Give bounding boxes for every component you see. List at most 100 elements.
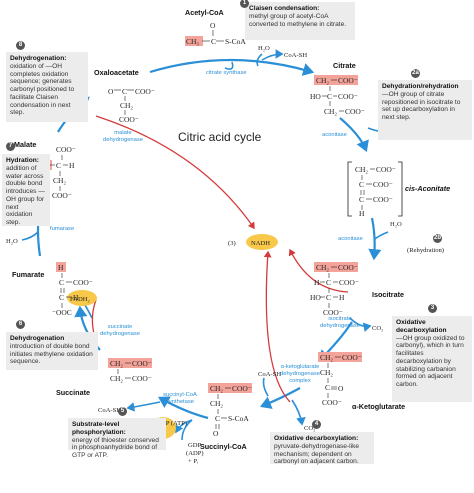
enzyme-isocitrate-dehydrogenase: isocitrate dehydrogenase: [320, 316, 360, 329]
step-box-2a: Dehydration/rehydration —OH group of cit…: [378, 80, 472, 140]
svg-text:O: O: [338, 384, 344, 393]
svg-text:O: O: [210, 21, 216, 30]
svg-text:COO⁻: COO⁻: [52, 191, 72, 200]
svg-text:COO⁻: COO⁻: [338, 263, 358, 272]
label-citrate: Citrate: [333, 61, 356, 70]
svg-text:C: C: [325, 383, 330, 392]
label-oxaloacetate: Oxaloacetate: [94, 68, 139, 77]
structure-akg: CH₂ COO⁻ CH₂ C O COO⁻: [320, 353, 362, 407]
svg-text:CH₂: CH₂: [110, 374, 123, 383]
step-8-text: oxidation of —OH completes oxidation seq…: [10, 62, 75, 117]
step-3-heading: Oxidative decarboxylation: [396, 319, 447, 334]
step-2a-heading: Dehydration/rehydration: [382, 83, 459, 90]
svg-text:C: C: [326, 293, 331, 302]
arrow-h2o-in-fumarase: [21, 231, 39, 241]
arrow-akg-to-succinylcoa: [259, 387, 301, 409]
svg-text:C: C: [211, 37, 216, 46]
arrow-coash-out-1: [261, 49, 284, 61]
arrow-co2-out-akg: [291, 399, 306, 426]
svg-text:CH₂: CH₂: [53, 176, 66, 185]
svg-text:CH₂: CH₂: [355, 165, 368, 174]
svg-text:O: O: [213, 429, 219, 438]
step-6-heading: Dehydrogenation: [10, 335, 65, 342]
step-5-heading: Substrate-level phosphorylation:: [72, 421, 126, 436]
cofactor-gdp: GDP: [188, 442, 202, 449]
step-badge-4: 4: [312, 420, 321, 429]
fadh2-line: [91, 299, 97, 335]
highlight-fumarate-h: [56, 262, 66, 272]
step-box-8: Dehydrogenation: oxidation of —OH comple…: [6, 52, 88, 122]
cofactor-fadh2: FADH₂: [70, 296, 90, 303]
highlight-acetyl-ch3: [185, 36, 203, 46]
svg-text:H: H: [58, 263, 64, 272]
svg-text:COO⁻: COO⁻: [322, 398, 342, 407]
step-badge-5: 5: [118, 407, 127, 416]
enzyme-aconitase-2: aconitase: [338, 236, 363, 242]
svg-text:CH₂: CH₂: [316, 76, 329, 85]
label-malate: Malate: [14, 140, 37, 149]
cofactor-adp: (ADP): [186, 450, 204, 457]
svg-text:COO⁻: COO⁻: [345, 107, 365, 116]
svg-text:CH₂: CH₂: [320, 368, 333, 377]
svg-text:COO⁻: COO⁻: [373, 180, 393, 189]
svg-text:COO⁻: COO⁻: [232, 384, 252, 393]
cofactor-pi: + Pᵢ: [188, 458, 199, 465]
svg-text:CH₂: CH₂: [324, 107, 337, 116]
arrow-succinylcoa-to-succinate: [158, 396, 209, 420]
svg-text:COO⁻: COO⁻: [119, 115, 139, 124]
svg-text:COO⁻: COO⁻: [338, 76, 358, 85]
svg-text:H: H: [339, 293, 345, 302]
cofactor-co2-2: CO₂: [304, 425, 315, 432]
svg-text:CH₂: CH₂: [120, 101, 133, 110]
step-box-3: Oxidative decarboxylation —OH group oxid…: [392, 316, 472, 402]
step-1-heading: Claisen condensation:: [249, 5, 320, 12]
cofactor-labels: H₂O CoA-SH H₂O H₂O CO₂ CO₂ CoA-SH CoA-SH…: [6, 45, 444, 465]
nadh-bubble: [246, 234, 278, 250]
svg-text:C: C: [59, 278, 64, 287]
step-7-heading: Hydration:: [6, 157, 39, 164]
structure-acetyl-coa: CH₃ C S-CoA O: [186, 21, 246, 46]
label-akg: α-Ketoglutarate: [352, 402, 406, 411]
enzyme-citrate-synthase: citrate synthase: [206, 70, 247, 76]
svg-text:COO⁻: COO⁻: [135, 87, 155, 96]
structure-cis-aconitate: CH₂ COO⁻ C COO⁻ C COO⁻ H: [355, 165, 396, 218]
svg-text:HO: HO: [310, 92, 321, 101]
aconitate-bracket-left: [347, 161, 352, 217]
svg-text:COO⁻: COO⁻: [73, 278, 93, 287]
enzyme-succinate-dehydrogenase: succinate dehydrogenase: [100, 324, 140, 337]
svg-text:O: O: [108, 87, 114, 96]
svg-text:H: H: [73, 293, 79, 302]
enzyme-succinyl-coa-synthetase: succinyl-CoA synthetase: [163, 392, 197, 405]
arrow-citrate-to-aconitate: [339, 117, 369, 153]
svg-text:COO⁻: COO⁻: [132, 374, 152, 383]
svg-text:C: C: [359, 195, 364, 204]
svg-text:CH₂: CH₂: [320, 353, 333, 362]
arrow-h2o-in-1: [256, 53, 263, 67]
svg-text:H: H: [314, 278, 320, 287]
label-isocitrate: Isocitrate: [372, 290, 404, 299]
step-badge-8: 8: [16, 41, 25, 50]
nadh-lines: [91, 115, 349, 403]
svg-text:C: C: [359, 180, 364, 189]
structure-isocitrate: CH₂ COO⁻ H C COO⁻ HO C H COO⁻: [310, 263, 359, 317]
diagram-title: Citric acid cycle: [178, 130, 262, 144]
svg-text:S-CoA: S-CoA: [228, 414, 249, 423]
arrow-co2-out-isocitrate: [349, 317, 372, 332]
step-box-1: Claisen condensation: methyl group of ac…: [245, 2, 355, 40]
cofactor-gtp: GTP (ATP): [157, 420, 187, 427]
step-2a-text: —OH group of citrate repositioned in iso…: [382, 90, 461, 122]
step-5-text: energy of thioester conserved in phospho…: [72, 436, 159, 460]
step-badge-2a: 2a: [411, 69, 420, 78]
step-box-6: Dehydrogenation introduction of double b…: [6, 332, 98, 370]
nadh-line-malate: [95, 115, 255, 230]
cofactor-h2o-3: H₂O: [390, 221, 402, 228]
cofactor-coash-2: CoA-SH: [258, 371, 281, 378]
nadh-line-isocitrate: [288, 248, 349, 293]
step-box-5: Substrate-level phosphorylation: energy …: [68, 418, 166, 459]
svg-text:CH₂: CH₂: [210, 399, 223, 408]
svg-text:HO: HO: [310, 293, 321, 302]
step-3-text: —OH group oxidized to carbonyl), which i…: [396, 334, 465, 389]
arrow-acetylcoa-in: [224, 61, 234, 70]
svg-text:CH₃: CH₃: [186, 37, 199, 46]
step-badge-1: 1: [240, 0, 249, 8]
